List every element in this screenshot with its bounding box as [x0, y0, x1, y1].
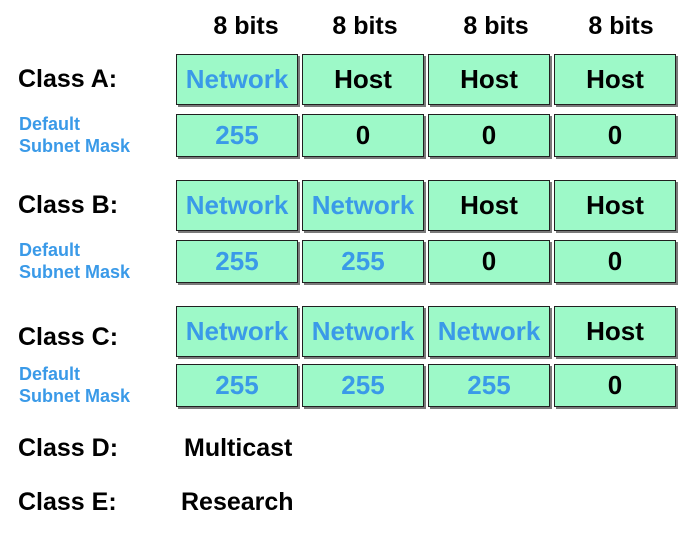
- class-c-mask-label: Default Subnet Mask: [19, 363, 130, 407]
- class-b-octet-1: Network: [176, 180, 298, 231]
- class-d-value: Multicast: [184, 434, 293, 462]
- class-b-mask-label: Default Subnet Mask: [19, 239, 130, 283]
- class-c-octet-1: Network: [176, 306, 298, 357]
- class-a-label: Class A:: [18, 65, 118, 93]
- class-a-mask-octet-2: 0: [302, 114, 424, 157]
- class-b-octet-3: Host: [428, 180, 550, 231]
- mask-label-line-1: Default: [19, 114, 81, 134]
- octet-bits-header-2: 8 bits: [332, 12, 398, 40]
- class-e-label: Class E:: [18, 488, 117, 516]
- class-a-octet-1: Network: [176, 54, 298, 105]
- class-b-mask-row: 255 255 0 0: [176, 240, 680, 283]
- class-c-mask-octet-1: 255: [176, 364, 298, 407]
- class-b-mask-octet-2: 255: [302, 240, 424, 283]
- class-c-octet-4: Host: [554, 306, 676, 357]
- class-b-mask-octet-1: 255: [176, 240, 298, 283]
- class-c-octet-2: Network: [302, 306, 424, 357]
- class-b-octet-2: Network: [302, 180, 424, 231]
- mask-label-line-1: Default: [19, 240, 81, 260]
- class-c-octet-3: Network: [428, 306, 550, 357]
- class-d-label: Class D:: [18, 434, 119, 462]
- class-b-mask-octet-3: 0: [428, 240, 550, 283]
- class-b-mask-octet-4: 0: [554, 240, 676, 283]
- class-c-octet-row: Network Network Network Host: [176, 306, 680, 357]
- mask-label-line-1: Default: [19, 364, 81, 384]
- class-b-label: Class B:: [18, 191, 119, 219]
- class-c-mask-octet-2: 255: [302, 364, 424, 407]
- class-a-octet-3: Host: [428, 54, 550, 105]
- mask-label-line-2: Subnet Mask: [19, 136, 131, 156]
- mask-label-line-2: Subnet Mask: [19, 262, 131, 282]
- class-a-mask-octet-3: 0: [428, 114, 550, 157]
- octet-bits-header-3: 8 bits: [463, 12, 529, 40]
- class-e-value: Research: [181, 488, 294, 516]
- class-a-mask-octet-4: 0: [554, 114, 676, 157]
- octet-bits-header-4: 8 bits: [588, 12, 654, 40]
- class-c-mask-octet-3: 255: [428, 364, 550, 407]
- class-c-mask-octet-4: 0: [554, 364, 676, 407]
- class-a-octet-row: Network Host Host Host: [176, 54, 680, 105]
- class-a-octet-2: Host: [302, 54, 424, 105]
- class-a-octet-4: Host: [554, 54, 676, 105]
- class-a-mask-octet-1: 255: [176, 114, 298, 157]
- mask-label-line-2: Subnet Mask: [19, 386, 131, 406]
- class-c-mask-row: 255 255 255 0: [176, 364, 680, 407]
- class-b-octet-4: Host: [554, 180, 676, 231]
- octet-bits-header-1: 8 bits: [213, 12, 279, 40]
- class-a-mask-row: 255 0 0 0: [176, 114, 680, 157]
- class-b-octet-row: Network Network Host Host: [176, 180, 680, 231]
- class-c-label: Class C:: [18, 323, 119, 351]
- class-a-mask-label: Default Subnet Mask: [19, 113, 130, 157]
